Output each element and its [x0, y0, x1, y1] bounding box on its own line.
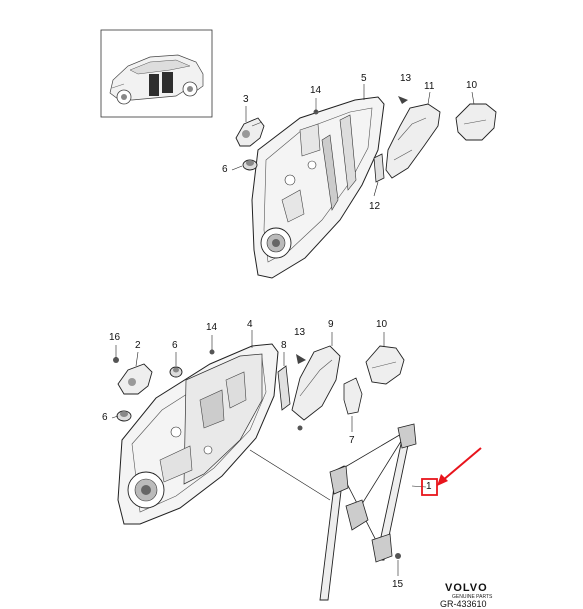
callout-lower-6a: 6 [172, 340, 178, 351]
callout-lower-14: 14 [206, 322, 218, 333]
callout-upper-14: 14 [310, 85, 322, 96]
callout-upper-11: 11 [424, 81, 435, 92]
callout-lower-6b: 6 [102, 412, 108, 423]
upper-screw-14 [313, 98, 319, 115]
lower-screw-near-8 [297, 425, 303, 431]
callout-upper-13: 13 [400, 73, 412, 84]
lower-clip-10 [365, 345, 405, 385]
volvo-logo: VOLVO [445, 582, 488, 594]
callout-upper-5: 5 [361, 73, 367, 84]
lower-screw-15 [395, 553, 401, 576]
lower-door-module-panel [117, 343, 279, 525]
callout-lower-1: 1 [426, 481, 432, 492]
upper-arrow-13 [398, 96, 408, 104]
window-regulator-rail [319, 423, 417, 601]
lower-leader-lines [111, 330, 427, 501]
lower-grommet-6a [169, 366, 183, 378]
lower-lock-part-2 [117, 363, 153, 395]
upper-regulator-11 [385, 103, 441, 179]
callout-lower-2: 2 [135, 340, 141, 351]
callout-upper-12: 12 [369, 201, 381, 212]
upper-clip-10 [455, 103, 497, 141]
callout-lower-4: 4 [247, 319, 253, 330]
lower-regulator-9 [291, 345, 341, 421]
lower-clip-7 [343, 377, 363, 415]
car-thumbnail [100, 29, 213, 118]
diagram-reference-code: GR-433610 [440, 599, 487, 609]
callout-lower-7: 7 [349, 435, 355, 446]
callout-lower-15: 15 [392, 579, 404, 590]
upper-bracket-12 [373, 153, 385, 183]
upper-leader-lines [231, 84, 475, 197]
highlight-box [421, 478, 438, 496]
lower-screw-14 [209, 349, 215, 355]
upper-grommet-6 [242, 159, 258, 171]
upper-lock-part-3 [235, 117, 265, 147]
callout-lower-8: 8 [281, 340, 287, 351]
lower-screw-16 [113, 357, 119, 363]
callout-lower-16: 16 [109, 332, 121, 343]
lower-arrow-13 [296, 354, 306, 364]
callout-lower-10: 10 [376, 319, 388, 330]
genuine-parts-label: GENUINE PARTS [452, 594, 493, 600]
callout-upper-10: 10 [466, 80, 478, 91]
callout-lower-9: 9 [328, 319, 334, 330]
upper-door-module-panel [251, 96, 385, 279]
callout-lower-13: 13 [294, 327, 306, 338]
lower-grommet-6b [116, 410, 132, 422]
lower-bracket-8 [277, 365, 291, 411]
callout-upper-3: 3 [243, 94, 249, 105]
red-arrow-pointer [437, 447, 482, 486]
callout-upper-6: 6 [222, 164, 228, 175]
